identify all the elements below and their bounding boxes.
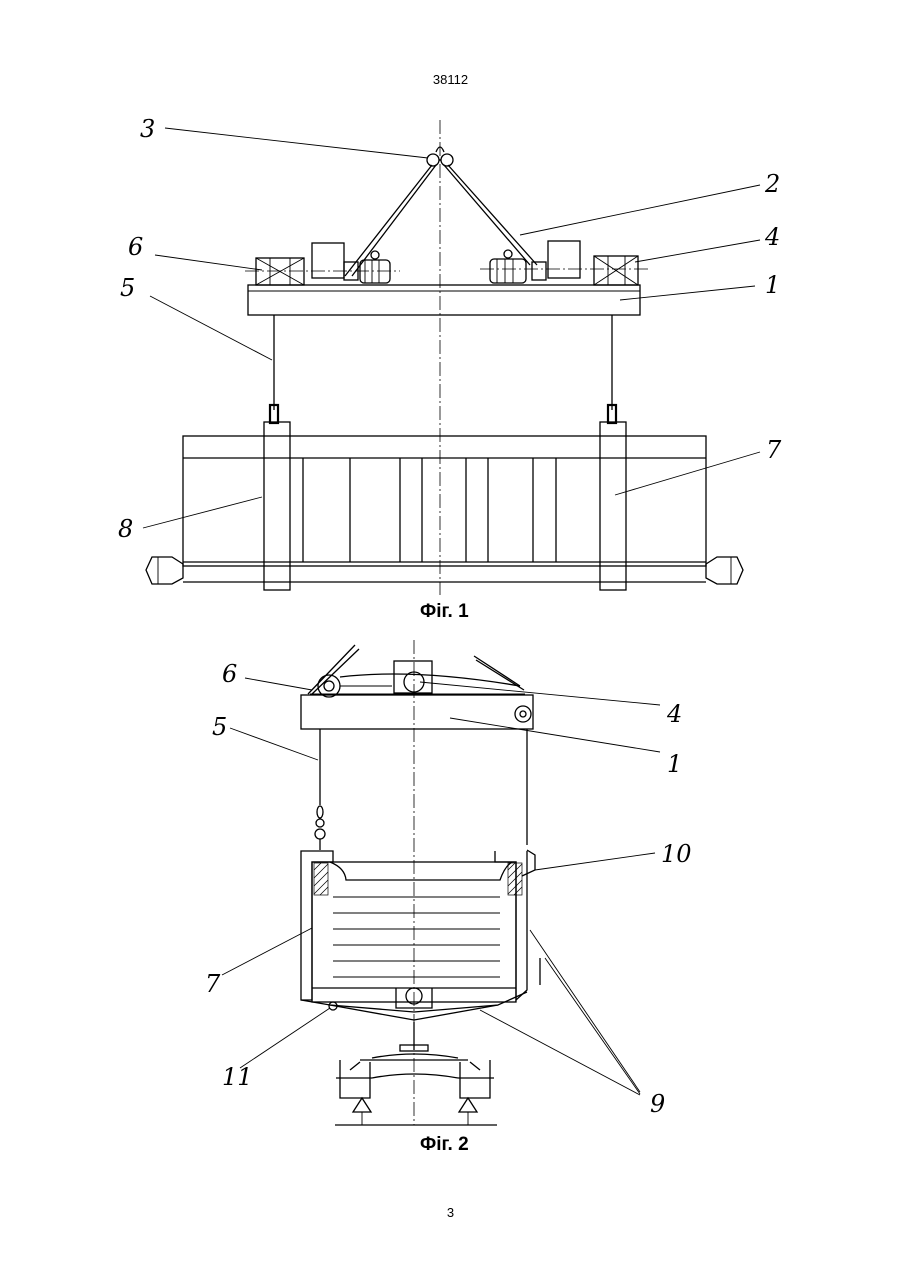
fig2-hook-chain [315, 806, 325, 850]
fig1-left-winch [245, 243, 400, 285]
fig2-leaders [222, 678, 660, 1095]
fig1-traverse-beam [248, 285, 640, 315]
fig2-label-7: 7 [205, 970, 221, 998]
fig2-label-5: 5 [212, 713, 227, 741]
fig1-label-4: 4 [764, 223, 780, 251]
fig1-label-8: 8 [118, 515, 133, 543]
fig2-label-4: 4 [666, 700, 682, 728]
fig1-label-3: 3 [140, 115, 155, 143]
fig2-caption: Фіг. 2 [420, 1134, 469, 1155]
fig2-label-11: 11 [222, 1063, 253, 1091]
fig1-label-5: 5 [120, 274, 135, 302]
fig2-cart [335, 1022, 497, 1125]
fig2-pulley [515, 706, 531, 722]
fig1-leaders [143, 128, 760, 528]
fig2-label-10: 10 [661, 840, 692, 868]
fig2-label-9: 9 [650, 1090, 665, 1118]
fig2-traverse-beam [301, 695, 533, 729]
fig1-right-winch [480, 241, 648, 285]
fig1-label-7: 7 [766, 436, 782, 464]
fig1-container [146, 422, 743, 590]
figure-1: 3 2 6 4 5 1 7 8 Фіг. 1 [118, 115, 782, 622]
fig2-label-1: 1 [667, 750, 682, 778]
fig1-label-2: 2 [764, 170, 780, 198]
fig1-label-1: 1 [765, 271, 780, 299]
fig1-caption: Фіг. 1 [420, 601, 469, 622]
figure-2: 6 4 5 1 10 7 11 9 Фіг. 2 [205, 640, 692, 1155]
page-number: 3 [0, 1205, 901, 1220]
fig2-label-6: 6 [222, 660, 237, 688]
fig2-container [301, 850, 540, 1020]
fig1-label-6: 6 [128, 233, 143, 261]
